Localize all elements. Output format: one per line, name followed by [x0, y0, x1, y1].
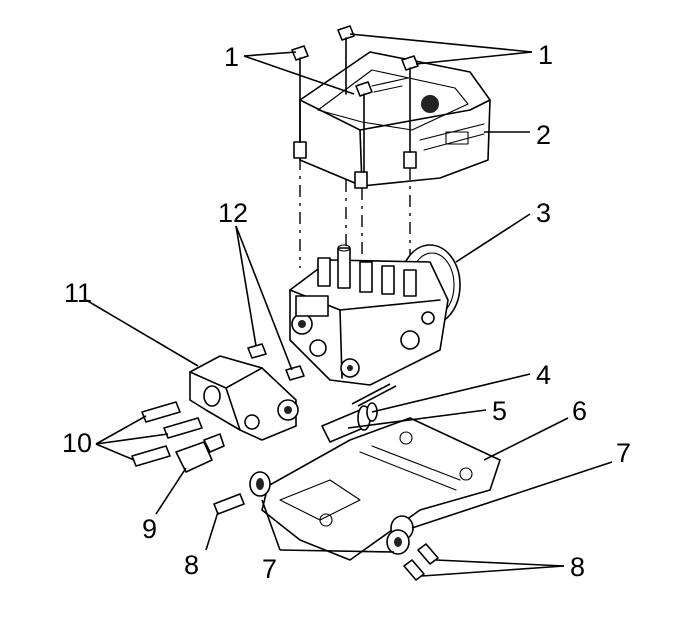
screws-12 [247, 343, 305, 381]
alignment-lines [299, 158, 411, 285]
label-6: 6 [572, 396, 587, 426]
label-5: 5 [492, 396, 507, 426]
label-1-right: 1 [538, 40, 553, 70]
callout-lines [85, 33, 613, 577]
grommets-7 [249, 471, 414, 555]
screws-10 [131, 401, 203, 467]
label-9: 9 [142, 514, 157, 544]
label-10: 10 [62, 428, 92, 458]
screw-1c [401, 55, 419, 153]
label-4: 4 [536, 360, 551, 390]
valve-block [189, 355, 299, 441]
sensor-9 [175, 433, 225, 473]
screw-1b [337, 25, 355, 95]
label-11: 11 [64, 278, 92, 308]
label-7-bottom: 7 [262, 554, 277, 584]
cover-screws [291, 25, 419, 173]
control-module-cover [293, 51, 491, 189]
screw-1d [355, 81, 373, 173]
label-7-right: 7 [616, 438, 631, 468]
screw-1a [291, 45, 309, 143]
label-8-right: 8 [570, 552, 585, 582]
label-12: 12 [218, 198, 248, 228]
hydraulic-modulator [289, 244, 461, 386]
callout-labels: 1 1 2 3 4 5 6 7 7 8 8 9 10 11 12 [62, 40, 631, 584]
screws-8 [213, 493, 439, 581]
label-1-left: 1 [224, 42, 239, 72]
mounting-bracket [261, 417, 501, 561]
label-3: 3 [536, 198, 551, 228]
label-8-left: 8 [184, 550, 199, 580]
label-2: 2 [536, 120, 551, 150]
